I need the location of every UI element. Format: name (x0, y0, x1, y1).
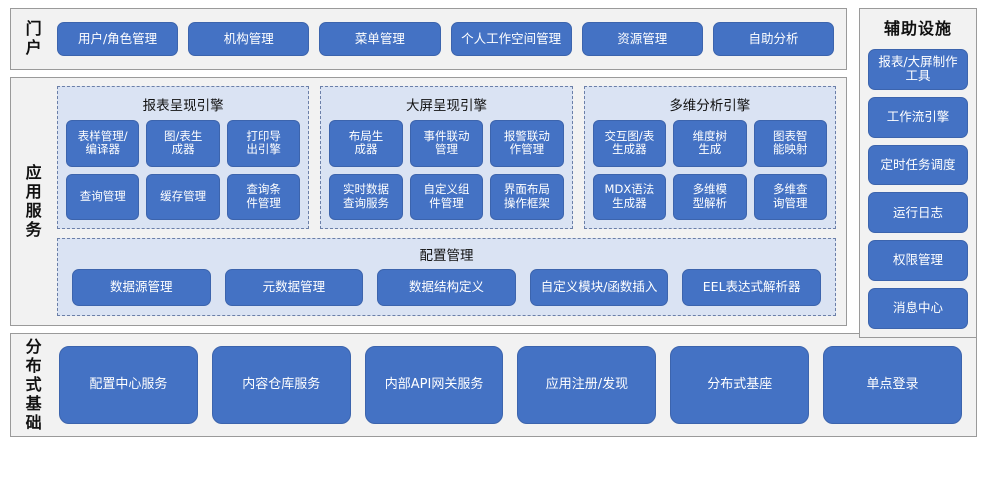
infra-button-internal-api-gateway-service[interactable]: 内部API网关服务 (364, 346, 504, 424)
portal-button-resource[interactable]: 资源管理 (581, 22, 703, 56)
config-management-title: 配置管理 (419, 248, 474, 264)
portal-button-user-role[interactable]: 用户/角色管理 (57, 22, 179, 56)
aux-button-message-center[interactable]: 消息中心 (868, 288, 968, 329)
config-button-custom-module-function[interactable]: 自定义模块/函数插入 (529, 269, 669, 306)
engine-button-chart-table-generator[interactable]: 图/表生 成器 (146, 120, 220, 167)
engine-button-alarm-action-manager[interactable]: 报警联动 作管理 (490, 120, 564, 167)
infra-button-single-sign-on[interactable]: 单点登录 (823, 346, 962, 424)
aux-button-workflow-engine[interactable]: 工作流引擎 (868, 96, 968, 138)
engine-bigscreen-rendering-grid: 布局生 成器 事件联动 管理 报警联动 作管理 实时数据 查询服务 自定义组 件… (329, 120, 564, 220)
engine-button-event-linkage-manager[interactable]: 事件联动 管理 (409, 120, 484, 167)
config-button-data-structure-definition[interactable]: 数据结构定义 (377, 269, 516, 306)
engine-button-print-export-engine[interactable]: 打印导 出引擎 (226, 120, 301, 167)
engine-button-multidim-query-manager[interactable]: 多维查 询管理 (753, 173, 827, 220)
aux-facilities-title: 辅助设施 (883, 19, 952, 38)
engine-bigscreen-rendering: 大屏呈现引擎 布局生 成器 事件联动 管理 报警联动 作管理 实时数据 查询服务… (320, 86, 573, 229)
engine-multidim-analysis-title: 多维分析引擎 (669, 98, 751, 114)
config-management-panel: 配置管理 数据源管理 元数据管理 数据结构定义 自定义模块/函数插入 EEL表达… (57, 238, 836, 316)
infra-button-distributed-base[interactable]: 分布式基座 (670, 346, 810, 424)
application-service-band-label: 应用服务 (22, 163, 42, 240)
engine-button-dimension-tree-generator[interactable]: 维度树 生成 (673, 120, 747, 167)
config-button-datasource-manager[interactable]: 数据源管理 (72, 269, 211, 306)
engine-button-custom-component-manager[interactable]: 自定义组 件管理 (409, 173, 484, 220)
engine-button-query-condition-manager[interactable]: 查询条 件管理 (226, 173, 301, 220)
engine-button-query-manager[interactable]: 查询管理 (66, 173, 140, 220)
distributed-infrastructure-band-label: 分布式基础 (22, 337, 42, 433)
config-button-eel-expression-parser[interactable]: EEL表达式解析器 (682, 269, 821, 306)
engine-report-rendering-title: 报表呈现引擎 (142, 98, 224, 114)
engine-button-cache-manager[interactable]: 缓存管理 (146, 173, 220, 220)
infra-button-content-repository-service[interactable]: 内容仓库服务 (211, 346, 351, 424)
infrastructure-button-row: 配置中心服务 内容仓库服务 内部API网关服务 应用注册/发现 分布式基座 单点… (53, 334, 976, 436)
portal-button-workspace[interactable]: 个人工作空间管理 (450, 22, 572, 56)
infra-button-config-center-service[interactable]: 配置中心服务 (59, 346, 198, 424)
engine-multidim-analysis: 多维分析引擎 交互图/表 生成器 维度树 生成 图表智 能映射 MDX语法 生成… (583, 86, 836, 229)
engine-row: 报表呈现引擎 表样管理/ 编译器 图/表生 成器 打印导 出引擎 查询管理 缓存… (57, 86, 836, 229)
infra-button-app-registry-discovery[interactable]: 应用注册/发现 (517, 346, 657, 424)
portal-button-self-service-analysis[interactable]: 自助分析 (712, 22, 835, 56)
portal-band: 门户 用户/角色管理 机构管理 菜单管理 个人工作空间管理 资源管理 自助分析 (10, 8, 847, 70)
portal-button-org[interactable]: 机构管理 (188, 22, 310, 56)
portal-button-row: 用户/角色管理 机构管理 菜单管理 个人工作空间管理 资源管理 自助分析 (53, 9, 846, 69)
engine-button-template-manager[interactable]: 表样管理/ 编译器 (66, 120, 140, 167)
engine-report-rendering-grid: 表样管理/ 编译器 图/表生 成器 打印导 出引擎 查询管理 缓存管理 查询条 … (66, 120, 301, 220)
engine-button-mdx-syntax-generator[interactable]: MDX语法 生成器 (592, 173, 667, 220)
portal-band-label: 门户 (22, 20, 42, 58)
engine-button-layout-generator[interactable]: 布局生 成器 (329, 120, 403, 167)
application-service-band: 应用服务 报表呈现引擎 表样管理/ 编译器 图/表生 成器 打印导 出引擎 查询… (10, 77, 847, 326)
aux-button-report-screen-tool[interactable]: 报表/大屏制作工具 (868, 49, 968, 90)
distributed-infrastructure-band: 分布式基础 配置中心服务 内容仓库服务 内部API网关服务 应用注册/发现 分布… (10, 333, 977, 437)
engine-bigscreen-rendering-title: 大屏呈现引擎 (405, 98, 487, 114)
aux-button-scheduled-task[interactable]: 定时任务调度 (868, 144, 968, 186)
aux-facilities-panel: 辅助设施 报表/大屏制作工具 工作流引擎 定时任务调度 运行日志 权限管理 消息… (859, 8, 977, 338)
engine-button-multidim-model-parser[interactable]: 多维模 型解析 (673, 173, 747, 220)
config-management-row: 数据源管理 元数据管理 数据结构定义 自定义模块/函数插入 EEL表达式解析器 (68, 269, 825, 306)
engine-button-ui-layout-framework[interactable]: 界面布局 操作框架 (490, 173, 564, 220)
aux-button-permission[interactable]: 权限管理 (868, 240, 968, 282)
engine-multidim-analysis-grid: 交互图/表 生成器 维度树 生成 图表智 能映射 MDX语法 生成器 多维模 型… (592, 120, 827, 220)
application-service-content: 报表呈现引擎 表样管理/ 编译器 图/表生 成器 打印导 出引擎 查询管理 缓存… (53, 78, 846, 325)
engine-button-chart-smart-mapping[interactable]: 图表智 能映射 (753, 120, 827, 167)
aux-button-runtime-log[interactable]: 运行日志 (868, 192, 968, 234)
portal-button-menu[interactable]: 菜单管理 (319, 22, 441, 56)
engine-report-rendering: 报表呈现引擎 表样管理/ 编译器 图/表生 成器 打印导 出引擎 查询管理 缓存… (57, 86, 310, 229)
engine-button-interactive-chart-generator[interactable]: 交互图/表 生成器 (592, 120, 667, 167)
config-button-metadata-manager[interactable]: 元数据管理 (224, 269, 364, 306)
engine-button-realtime-data-query[interactable]: 实时数据 查询服务 (329, 173, 403, 220)
